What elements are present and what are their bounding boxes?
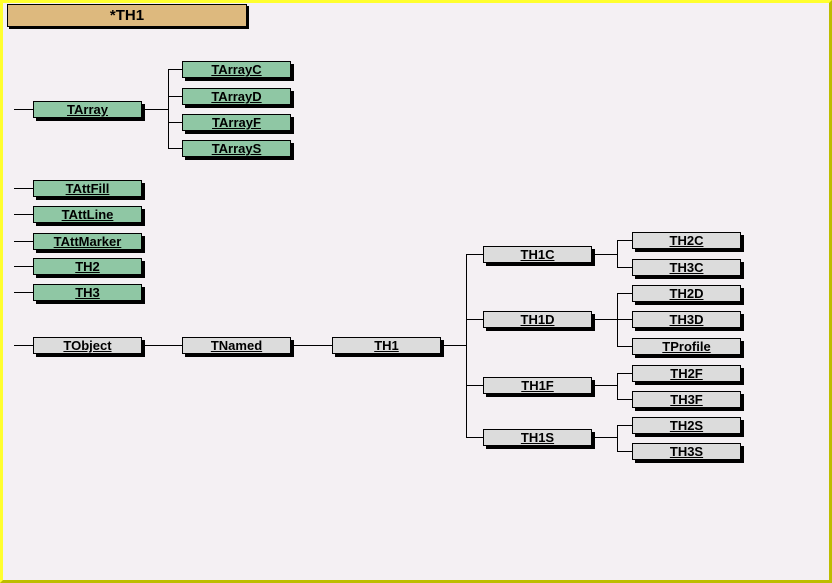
connector-line bbox=[14, 214, 33, 215]
connector-line bbox=[14, 292, 33, 293]
connector-line bbox=[168, 69, 182, 70]
connector-line bbox=[617, 267, 632, 268]
connector-line bbox=[14, 266, 33, 267]
class-node-th1[interactable]: TH1 bbox=[332, 337, 441, 354]
class-node-th1s[interactable]: TH1S bbox=[483, 429, 592, 446]
class-node-tattmarker[interactable]: TAttMarker bbox=[33, 233, 142, 250]
connector-line bbox=[617, 240, 618, 268]
connector-line bbox=[617, 399, 632, 400]
connector-line bbox=[617, 293, 618, 347]
connector-line bbox=[617, 373, 632, 374]
connector-line bbox=[168, 96, 182, 97]
class-node-th2d[interactable]: TH2D bbox=[632, 285, 741, 302]
connector-line bbox=[592, 385, 617, 386]
class-node-th3f[interactable]: TH3F bbox=[632, 391, 741, 408]
connector-line bbox=[466, 254, 483, 255]
class-node-th1f[interactable]: TH1F bbox=[483, 377, 592, 394]
class-node-th3d[interactable]: TH3D bbox=[632, 311, 741, 328]
connector-line bbox=[14, 345, 33, 346]
class-node-th3c[interactable]: TH3C bbox=[632, 259, 741, 276]
diagram-title-box: *TH1 bbox=[7, 4, 247, 27]
connector-line bbox=[592, 319, 617, 320]
connector-line bbox=[441, 345, 466, 346]
connector-line bbox=[466, 254, 467, 438]
class-node-th2c[interactable]: TH2C bbox=[632, 232, 741, 249]
class-node-tattline[interactable]: TAttLine bbox=[33, 206, 142, 223]
class-node-th2s[interactable]: TH2S bbox=[632, 417, 741, 434]
connector-line bbox=[617, 373, 618, 400]
connector-line bbox=[617, 451, 632, 452]
class-node-tarrayc[interactable]: TArrayC bbox=[182, 61, 291, 78]
connector-line bbox=[168, 122, 182, 123]
class-node-tattfill[interactable]: TAttFill bbox=[33, 180, 142, 197]
connector-line bbox=[14, 188, 33, 189]
connector-line bbox=[14, 109, 33, 110]
class-node-tarray[interactable]: TArray bbox=[33, 101, 142, 118]
connector-line bbox=[14, 241, 33, 242]
connector-line bbox=[617, 425, 632, 426]
class-node-th1d[interactable]: TH1D bbox=[483, 311, 592, 328]
class-node-tarrayd[interactable]: TArrayD bbox=[182, 88, 291, 105]
connector-line bbox=[291, 345, 332, 346]
connector-line bbox=[617, 319, 632, 320]
connector-line bbox=[592, 437, 617, 438]
class-node-th2f[interactable]: TH2F bbox=[632, 365, 741, 382]
class-node-tobject[interactable]: TObject bbox=[33, 337, 142, 354]
connector-line bbox=[466, 437, 483, 438]
connector-line bbox=[466, 385, 483, 386]
class-node-tnamed[interactable]: TNamed bbox=[182, 337, 291, 354]
connector-line bbox=[466, 319, 483, 320]
connector-line bbox=[617, 425, 618, 452]
connector-line bbox=[168, 69, 169, 149]
class-node-tarrays[interactable]: TArrayS bbox=[182, 140, 291, 157]
class-node-th2[interactable]: TH2 bbox=[33, 258, 142, 275]
connector-line bbox=[142, 345, 182, 346]
connector-line bbox=[617, 240, 632, 241]
class-node-th1c[interactable]: TH1C bbox=[483, 246, 592, 263]
connector-line bbox=[592, 254, 617, 255]
class-node-th3[interactable]: TH3 bbox=[33, 284, 142, 301]
connector-line bbox=[617, 346, 632, 347]
class-node-tarrayf[interactable]: TArrayF bbox=[182, 114, 291, 131]
class-node-th3s[interactable]: TH3S bbox=[632, 443, 741, 460]
connector-line bbox=[168, 148, 182, 149]
class-node-tprofile[interactable]: TProfile bbox=[632, 338, 741, 355]
connector-line bbox=[617, 293, 632, 294]
connector-line bbox=[143, 109, 168, 110]
